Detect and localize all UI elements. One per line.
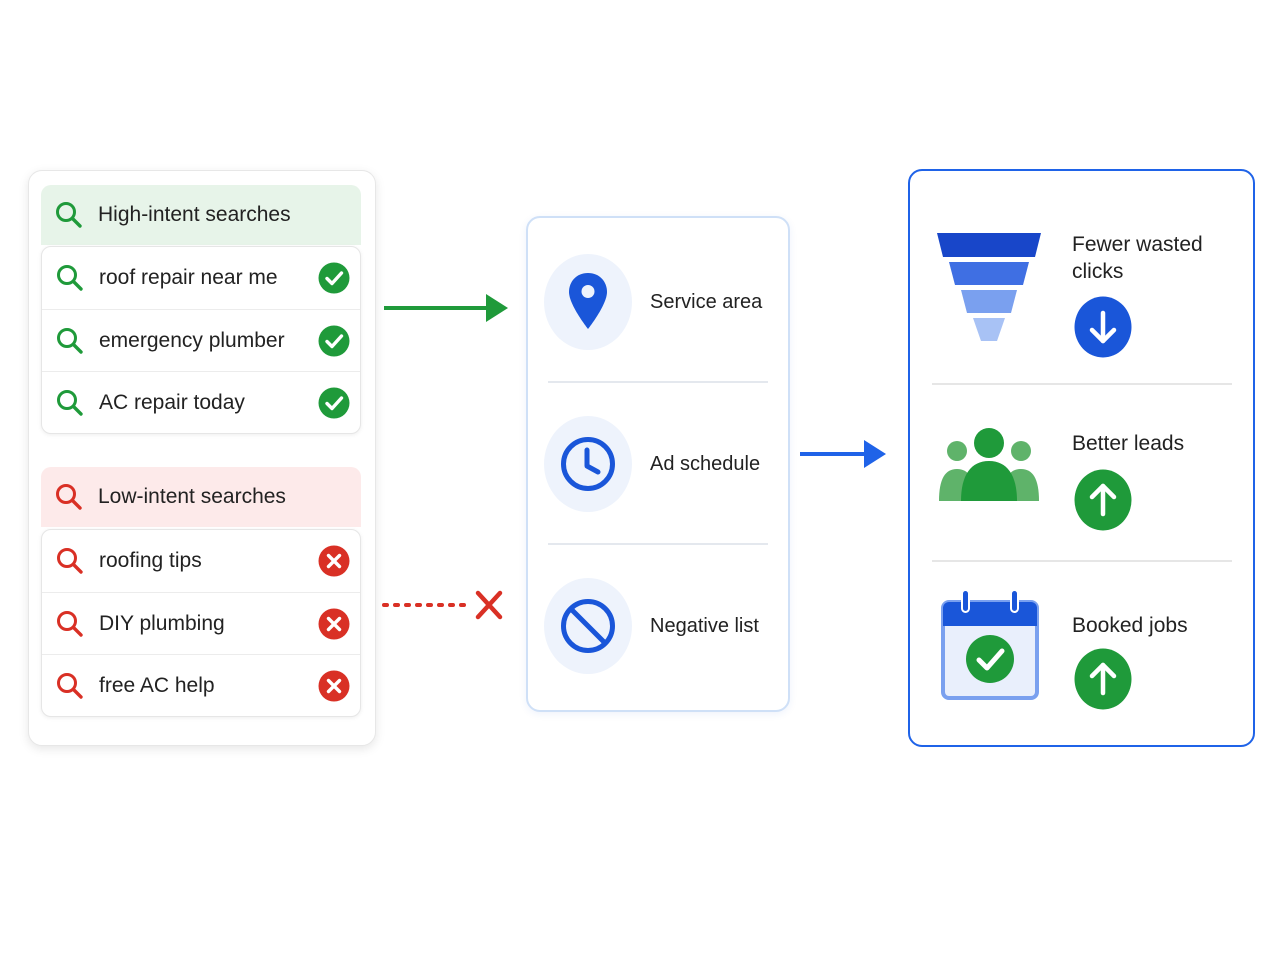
list-item: AC repair today (42, 371, 360, 434)
targeting-item-service-area: Service area (528, 222, 788, 382)
search-icon (57, 328, 83, 354)
search-term-label: roof repair near me (99, 266, 278, 289)
targeting-item-negative-list: Negative list (528, 546, 788, 706)
search-icon (56, 202, 82, 228)
list-item: roofing tips (42, 530, 360, 592)
arrow-up-icon (1074, 648, 1132, 710)
high-intent-title: High-intent searches (98, 203, 291, 226)
targeting-item-ad-schedule: Ad schedule (528, 384, 788, 544)
clock-icon (561, 437, 615, 491)
blue-arrow-icon (800, 440, 886, 468)
result-better-leads: Better leads (910, 385, 1253, 565)
targeting-label: Service area (650, 290, 763, 313)
list-item: free AC help (42, 654, 360, 717)
results-panel: Fewer wasted clicks Better leads (908, 169, 1255, 747)
targeting-label: Negative list (650, 614, 759, 637)
list-item: emergency plumber (42, 309, 360, 372)
icon-circle (544, 578, 632, 674)
low-intent-list: roofing tips DIY plumbing free AC help (41, 529, 361, 717)
result-fewer-wasted-clicks: Fewer wasted clicks (910, 171, 1253, 358)
result-booked-jobs: Booked jobs (910, 562, 1253, 742)
arrow-up-icon (1074, 469, 1132, 531)
x-circle-icon (318, 608, 350, 640)
calendar-check-icon (941, 589, 1039, 700)
search-icon (57, 390, 83, 416)
list-item: DIY plumbing (42, 592, 360, 655)
funnel-icon (937, 233, 1041, 341)
search-icon (57, 548, 83, 574)
search-icon (57, 673, 83, 699)
search-term-label: DIY plumbing (99, 612, 225, 635)
search-term-label: roofing tips (99, 549, 202, 572)
search-term-label: emergency plumber (99, 329, 285, 352)
x-circle-icon (318, 670, 350, 702)
divider (932, 383, 1232, 385)
check-icon (318, 387, 350, 419)
divider (548, 381, 768, 383)
high-intent-list: roof repair near me emergency plumber AC… (41, 246, 361, 434)
location-pin-icon (569, 273, 607, 329)
icon-circle (544, 254, 632, 350)
list-item: roof repair near me (42, 247, 360, 309)
green-arrow-icon (384, 294, 508, 322)
search-icon (56, 484, 82, 510)
search-icon (57, 611, 83, 637)
low-intent-header: Low-intent searches (41, 467, 361, 527)
high-intent-header: High-intent searches (41, 185, 361, 245)
divider (932, 560, 1232, 562)
people-group-icon (939, 428, 1039, 501)
result-label: Booked jobs (1072, 614, 1188, 637)
targeting-panel: Service area Ad schedule Negative list (526, 216, 790, 712)
search-term-label: free AC help (99, 674, 215, 697)
x-circle-icon (318, 545, 350, 577)
check-icon (318, 262, 350, 294)
block-icon (561, 599, 615, 653)
result-label: Better leads (1072, 432, 1185, 455)
targeting-label: Ad schedule (650, 452, 761, 475)
arrow-down-icon (1074, 296, 1132, 358)
divider (548, 543, 768, 545)
blocked-dotted-line-icon (382, 590, 503, 620)
check-icon (318, 325, 350, 357)
result-label: Fewer wasted clicks (1072, 233, 1203, 283)
search-icon (57, 265, 83, 291)
icon-circle (544, 416, 632, 512)
search-term-label: AC repair today (99, 391, 245, 414)
low-intent-title: Low-intent searches (98, 485, 286, 508)
